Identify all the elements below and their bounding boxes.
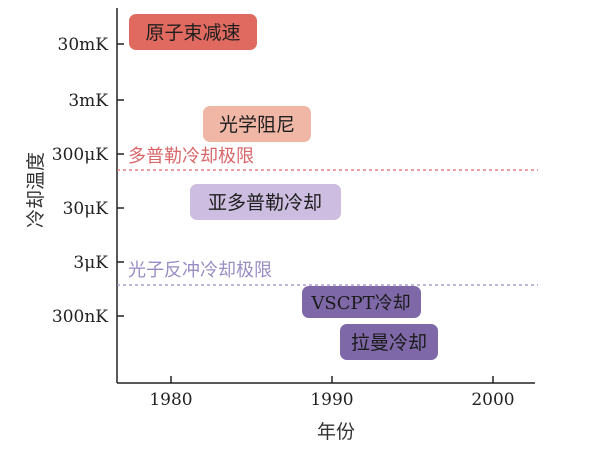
annotation-box	[190, 184, 341, 220]
annotation-box	[129, 14, 257, 50]
x-tick-label: 1990	[310, 390, 353, 410]
y-axis-title: 冷却温度	[25, 152, 47, 228]
x-axis-title: 年份	[317, 421, 355, 443]
annotation-sub-doppler: 亚多普勒冷却	[190, 184, 341, 220]
annotation-vscpt: VSCPT冷却	[302, 286, 421, 318]
y-tick-label: 3mK	[68, 91, 108, 111]
annotation-label: 原子束减速	[145, 22, 240, 44]
x-tick-label: 1980	[149, 390, 192, 410]
annotation-raman: 拉曼冷却	[340, 324, 438, 360]
annotation-atomic-beam-slowing: 原子束减速	[129, 14, 257, 50]
x-tick-label: 2000	[471, 390, 514, 410]
y-tick-label: 30μK	[63, 199, 109, 219]
y-tick-label: 300nK	[52, 307, 108, 327]
recoil-limit-label: 光子反冲冷却极限	[128, 260, 272, 281]
annotation-label: 光学阻尼	[219, 114, 295, 136]
annotation-box	[203, 106, 311, 142]
annotation-label: 亚多普勒冷却	[208, 192, 322, 214]
annotation-label: VSCPT冷却	[310, 293, 410, 314]
annotation-box	[302, 286, 421, 318]
x-tick-group: 1980 1990 2000	[149, 376, 515, 410]
annotation-box	[340, 324, 438, 360]
annotation-optical-molasses: 光学阻尼	[203, 106, 311, 142]
y-tick-group: 30mK 3mK 300μK 30μK 3μK 300nK	[52, 35, 124, 327]
y-tick-label: 30mK	[58, 35, 109, 55]
y-tick-label: 3μK	[73, 253, 108, 273]
doppler-limit-label: 多普勒冷却极限	[128, 146, 254, 167]
annotation-label: 拉曼冷却	[351, 332, 427, 354]
y-tick-label: 300μK	[52, 145, 108, 165]
